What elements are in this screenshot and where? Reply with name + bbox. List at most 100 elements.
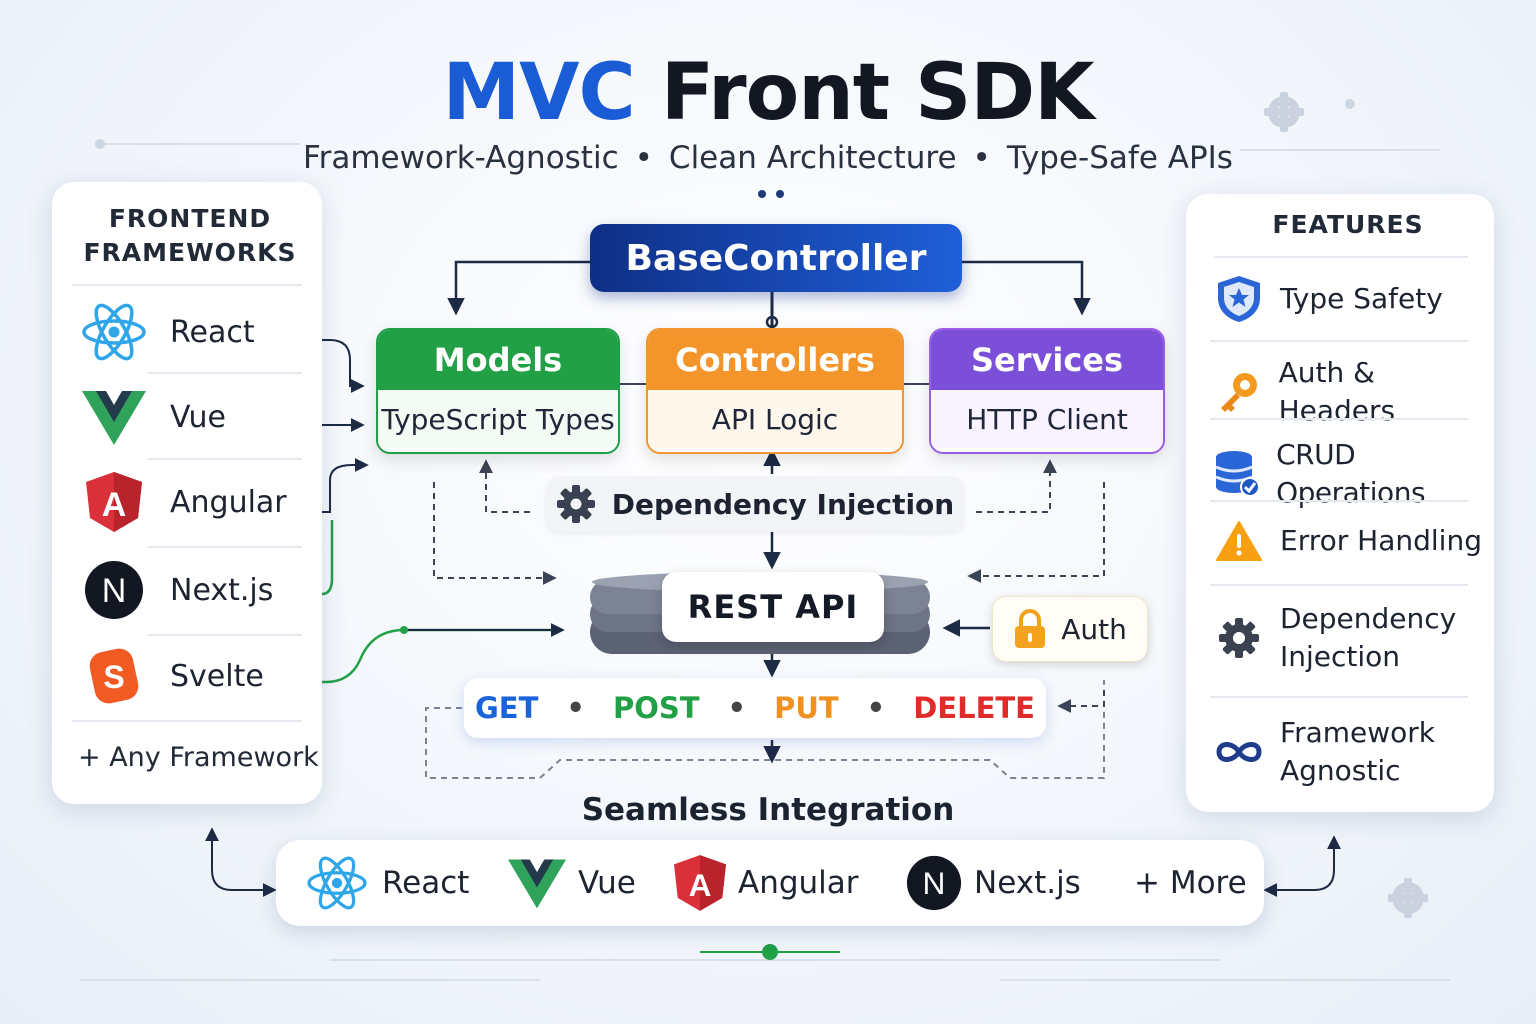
divider [72,720,302,722]
feature-label: Error Handling [1280,524,1482,557]
rest-api-box[interactable]: REST API [662,572,884,642]
integration-label: Next.js [974,865,1081,901]
method-delete: DELETE [913,691,1035,725]
http-methods-bar: GET • POST • PUT • DELETE [464,678,1046,738]
feature-item-auth-headers[interactable]: Auth & Headers [1214,354,1494,430]
dependency-injection-box[interactable]: Dependency Injection [546,476,964,532]
feature-label: CRUD Operations [1276,438,1426,509]
integration-item-react[interactable]: React [304,840,469,926]
divider [72,284,302,286]
angular-icon: A [78,472,150,532]
method-separator: • [566,691,585,725]
auth-label: Auth [1061,612,1127,646]
framework-item-angular[interactable]: A Angular [78,472,287,532]
divider [148,546,302,548]
controllers-subtitle: API Logic [648,390,902,448]
page-title: MVC Front SDK [0,48,1536,138]
integration-label: Vue [578,865,636,901]
feature-item-type-safety[interactable]: Type Safety [1214,274,1443,324]
feature-label-line: Injection [1280,640,1401,673]
framework-label: Next.js [170,572,274,608]
svg-text:N: N [102,572,127,610]
svg-text:S: S [103,659,124,695]
models-subtitle: TypeScript Types [378,390,618,448]
divider [1210,696,1468,698]
title-front-sdk: Front SDK [660,48,1095,138]
panel-heading-line: FRAMEWORKS [83,238,297,267]
auth-box[interactable]: Auth [992,596,1148,662]
method-separator: • [866,691,886,725]
panel-heading: FRONTEND FRAMEWORKS [52,202,328,270]
integration-bar: React Vue A Angular N Next.js + More [276,840,1264,926]
feature-label: Framework Agnostic [1280,714,1435,790]
base-controller-box[interactable]: BaseController [590,224,962,292]
divider [1210,500,1468,502]
feature-label-line: Dependency [1280,602,1457,635]
services-subtitle: HTTP Client [931,390,1163,448]
features-panel: FEATURES Type Safety Auth & Headers CRUD… [1186,194,1494,812]
svg-text:A: A [102,486,127,524]
integration-item-vue[interactable]: Vue [508,840,636,926]
method-post: POST [612,691,700,725]
gear-icon [1214,613,1264,663]
framework-label: Svelte [170,658,264,694]
panel-heading: FEATURES [1272,210,1424,239]
feature-item-error-handling[interactable]: Error Handling [1214,516,1482,566]
shield-star-icon [1214,274,1264,324]
integration-item-nextjs[interactable]: N Next.js [906,840,1081,926]
subtitle-separator: • [972,140,991,176]
framework-label: Vue [170,399,226,435]
divider [148,458,302,460]
controllers-box[interactable]: Controllers API Logic [646,328,904,454]
divider [1210,584,1468,586]
vue-icon [78,387,150,447]
svg-text:A: A [689,867,712,903]
framework-item-svelte[interactable]: S Svelte [78,646,264,706]
services-box[interactable]: Services HTTP Client [929,328,1165,454]
divider [148,634,302,636]
integration-item-more[interactable]: + More [1122,840,1247,926]
title-mvc: MVC [442,48,635,138]
feature-label-line: Agnostic [1280,754,1401,787]
method-separator: • [727,691,747,725]
feature-label: Auth & Headers [1278,356,1396,427]
divider [1214,256,1468,258]
svg-text:N: N [923,865,946,901]
divider [1210,418,1468,420]
framework-item-nextjs[interactable]: N Next.js [78,560,273,620]
react-icon [78,302,150,362]
feature-label: Dependency Injection [1280,600,1456,676]
framework-label: React [170,314,255,350]
infinity-icon [1214,727,1264,777]
frontend-frameworks-panel: FRONTEND FRAMEWORKS React Vue A Angular … [52,182,322,804]
models-title: Models [378,330,618,390]
vue-icon [508,857,566,909]
framework-item-react[interactable]: React [78,302,255,362]
method-put: PUT [774,691,839,725]
warning-icon [1214,516,1264,566]
key-icon [1214,367,1263,417]
nextjs-icon: N [78,560,150,620]
feature-item-crud-operations[interactable]: CRUD Operations [1214,436,1494,512]
subtitle-item: Type-Safe APIs [1006,140,1233,176]
feature-label-line: Framework [1280,716,1435,749]
integration-heading: Seamless Integration [581,792,955,828]
services-title: Services [931,330,1163,390]
integration-label: Angular [738,865,859,901]
angular-icon: A [674,855,726,911]
feature-item-dependency-injection[interactable]: Dependency Injection [1214,600,1456,676]
integration-item-angular[interactable]: A Angular [674,840,859,926]
method-get: GET [475,691,539,725]
database-check-icon [1214,449,1261,499]
dependency-injection-label: Dependency Injection [611,487,955,521]
subtitle-separator: • [634,140,653,176]
feature-item-framework-agnostic[interactable]: Framework Agnostic [1214,714,1435,790]
integration-label: React [382,865,470,901]
divider [1210,340,1468,342]
framework-label: Angular [170,484,287,520]
react-icon [304,855,370,911]
feature-label: Type Safety [1280,282,1443,315]
controllers-title: Controllers [648,330,902,390]
framework-item-vue[interactable]: Vue [78,387,226,447]
models-box[interactable]: Models TypeScript Types [376,328,620,454]
